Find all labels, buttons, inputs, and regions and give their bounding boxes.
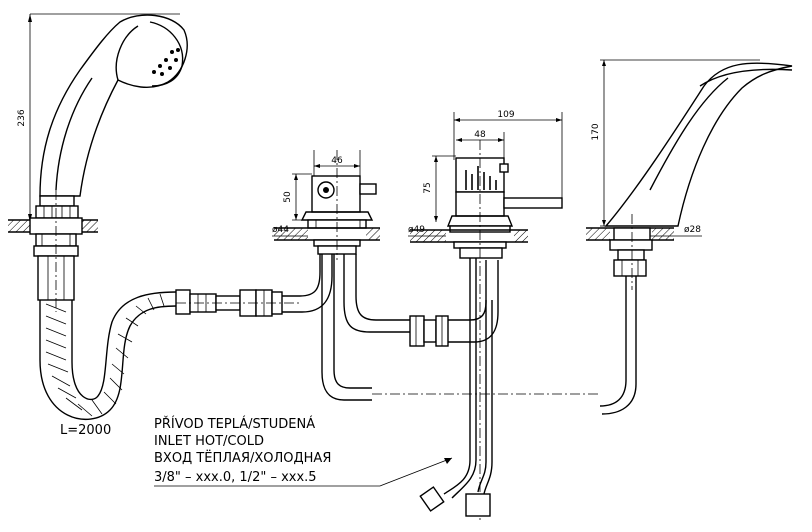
hose-length-label: L=2000 xyxy=(60,423,111,438)
diverter-valve: 46 50 ø44 xyxy=(272,150,410,401)
hand-shower: 236 xyxy=(8,13,188,438)
hose-connector xyxy=(175,248,333,317)
inlet-note-line-en: INLET HOT/COLD xyxy=(154,434,264,449)
bath-spout: 170 ø28 xyxy=(586,59,793,415)
dim-mixer-width: 48 xyxy=(474,130,486,140)
dim-valve-width: 46 xyxy=(331,156,343,166)
dim-spout-height: 170 xyxy=(591,123,601,140)
dim-spout-base-dia: ø28 xyxy=(684,225,701,235)
inlet-note-line-size: 3/8" – xxx.0, 1/2" – xxx.5 xyxy=(154,470,317,485)
dim-mixer-height: 75 xyxy=(423,182,433,193)
dim-valve-height: 50 xyxy=(283,191,293,203)
inlet-note: PŘÍVOD TEPLÁ/STUDENÁ INLET HOT/COLD ВХОД… xyxy=(154,416,453,487)
inlet-note-line-ru: ВХОД ТЁПЛАЯ/ХОЛОДНАЯ xyxy=(154,450,331,466)
inlet-note-line-cz: PŘÍVOD TEPLÁ/STUDENÁ xyxy=(154,416,315,432)
dim-shower-height: 236 xyxy=(17,109,27,126)
mixer-valve: 109 48 75 ø49 xyxy=(408,110,563,520)
dim-mixer-total-width: 109 xyxy=(497,110,514,120)
